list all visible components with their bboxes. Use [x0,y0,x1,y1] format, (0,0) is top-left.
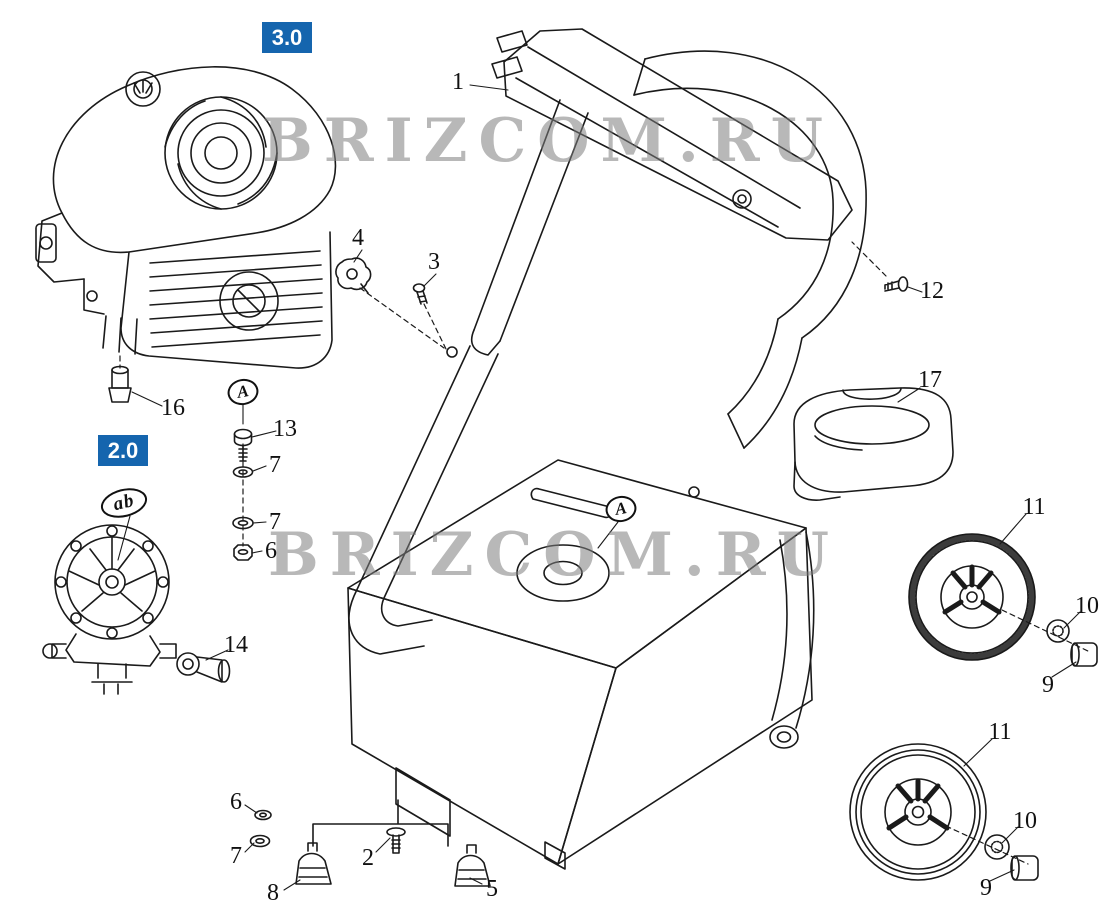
part-callout-7a: 7 [269,452,281,478]
pump-assembly [42,524,177,695]
section-label-2-0: 2.0 [98,435,148,466]
part-callout-17: 17 [918,367,942,393]
part-callout-7b: 7 [269,509,281,535]
part-callout-1: 1 [452,69,464,95]
handle-loop [633,50,867,449]
wheel-top [908,533,1036,661]
hub-cap-bottom [1010,855,1039,881]
part-callout-14: 14 [224,632,248,658]
axle-washer-top [1046,619,1070,643]
part-callout-4: 4 [352,225,364,251]
hub-cap-top [1070,642,1098,667]
engine-assembly [35,66,337,369]
watermark-middle: BRIZCOM.RU [268,520,840,590]
coupling [176,652,231,683]
screw-handle [884,276,909,292]
part-callout-6b: 6 [230,789,242,815]
axle-washer-bottom [984,834,1010,860]
part-callout-8: 8 [267,880,279,906]
detergent-tray [793,387,954,501]
foot-mounting [249,799,491,887]
part-callout-10b: 10 [1013,808,1037,834]
part-callout-7c: 7 [230,843,242,869]
watermark-top: BRIZCOM.RU [262,106,834,176]
part-callout-13: 13 [273,416,297,442]
section-label-3-0: 3.0 [262,22,312,53]
screw-small [412,283,428,305]
part-callout-12: 12 [920,278,944,304]
cart-body [347,459,813,870]
part-callout-11b: 11 [988,719,1012,745]
part-callout-9b: 9 [980,875,992,901]
wheel-bottom [849,743,987,881]
knob [335,257,372,294]
part-callout-16: 16 [161,395,185,421]
front-support-tube [446,99,589,358]
engine-spacer [108,365,132,403]
part-callout-11a: 11 [1022,494,1046,520]
part-callout-6a: 6 [265,538,277,564]
front-frame-loop [348,345,499,655]
part-callout-10a: 10 [1075,593,1099,619]
part-callout-9a: 9 [1042,672,1054,698]
leader-lines [117,84,1081,891]
part-callout-3: 3 [428,249,440,275]
part-callout-2: 2 [362,845,374,871]
part-callout-5: 5 [486,876,498,902]
assembly-axes [119,241,1091,865]
